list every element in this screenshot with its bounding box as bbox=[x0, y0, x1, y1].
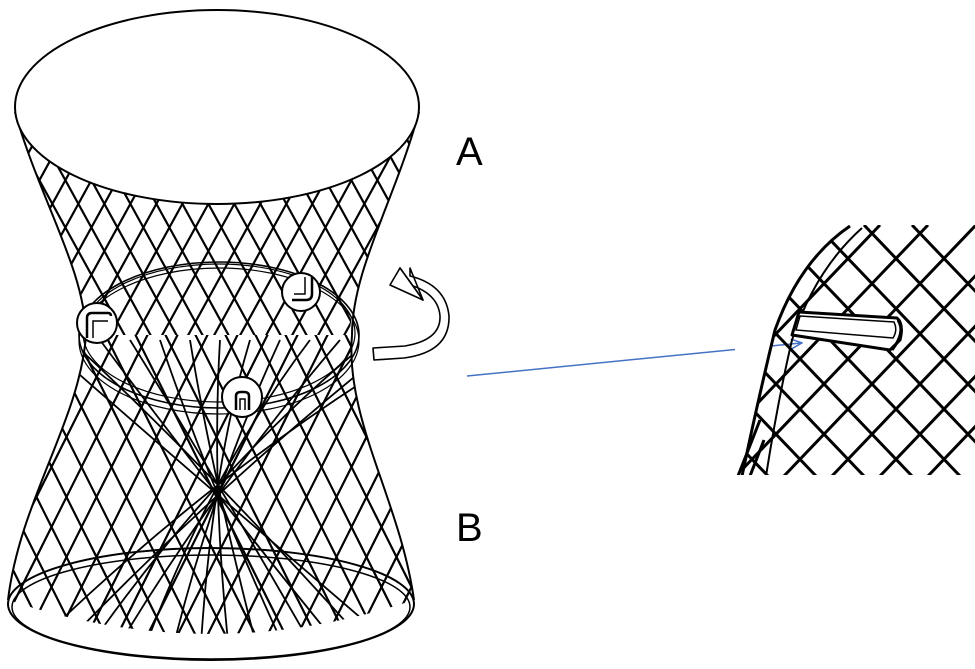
top-basket-lid bbox=[14, 9, 420, 205]
zoom-detail-inset bbox=[480, 225, 975, 476]
mesh-strand bbox=[553, 330, 720, 664]
mesh-strand bbox=[15, 115, 53, 335]
mesh-strand bbox=[547, 110, 676, 345]
mesh-strand bbox=[583, 330, 750, 664]
mesh-strand bbox=[8, 335, 91, 634]
mesh-strand bbox=[521, 110, 650, 345]
mesh-strand bbox=[8, 335, 121, 634]
mesh-strand bbox=[553, 330, 720, 664]
mesh-strand bbox=[463, 330, 630, 664]
label-top-basket: A bbox=[456, 130, 483, 174]
mesh-strand bbox=[463, 330, 630, 664]
mesh-strand bbox=[521, 110, 650, 345]
zoom-mesh-strand bbox=[735, 225, 930, 430]
mesh-strand bbox=[372, 335, 414, 634]
mesh-strand bbox=[433, 330, 600, 664]
mesh-strand bbox=[42, 335, 211, 634]
bottom-basket-outline bbox=[7, 334, 415, 601]
mesh-curve bbox=[39, 339, 411, 634]
mesh-strand bbox=[342, 335, 414, 634]
zoom-mesh-strand bbox=[878, 374, 975, 475]
bottom-rim-ring-inner bbox=[11, 554, 411, 660]
zoom-mesh-strand bbox=[814, 225, 975, 394]
mesh-strand bbox=[495, 110, 624, 345]
bottom-basket bbox=[7, 330, 750, 664]
mesh-strand bbox=[493, 330, 660, 664]
mesh-strand bbox=[583, 330, 750, 664]
mesh-strand bbox=[282, 335, 414, 634]
zoom-mesh bbox=[480, 225, 975, 476]
mesh-strand bbox=[469, 110, 598, 345]
mesh-strand bbox=[523, 330, 690, 664]
mesh-strand bbox=[402, 335, 414, 634]
mesh-strand bbox=[12, 335, 181, 634]
twist-lock-clip-right bbox=[281, 272, 321, 312]
zoom-mesh-strand bbox=[910, 225, 975, 294]
mesh-strand bbox=[15, 115, 27, 335]
mesh-strand bbox=[8, 335, 61, 634]
connection-ring-lower bbox=[78, 267, 360, 415]
mesh-strand bbox=[8, 335, 61, 634]
twist-lock-clip-left bbox=[76, 302, 118, 344]
rotation-arrow-icon bbox=[372, 267, 450, 361]
zoom-mesh-strand bbox=[735, 288, 914, 475]
zoom-rim-inner bbox=[765, 227, 863, 475]
label-bottom-basket: B bbox=[456, 506, 483, 550]
zoom-rim-outer bbox=[740, 225, 851, 475]
twist-lock-clip-front bbox=[221, 376, 263, 418]
zoom-mesh-strand bbox=[862, 225, 975, 344]
mesh-strand bbox=[547, 110, 676, 345]
mesh-strand bbox=[469, 110, 598, 345]
mesh-strand bbox=[372, 335, 414, 634]
mesh-strand bbox=[433, 330, 600, 664]
mesh-strand bbox=[15, 115, 27, 335]
mesh-strand bbox=[495, 110, 624, 345]
mesh-strand bbox=[523, 330, 690, 664]
mesh-strand bbox=[493, 330, 660, 664]
mesh-curve bbox=[69, 339, 381, 634]
mesh-strand bbox=[402, 335, 414, 634]
zoom-outside-area bbox=[735, 225, 850, 475]
bottom-rim-ring bbox=[7, 547, 415, 661]
mesh-strand bbox=[8, 335, 31, 634]
zoom-mesh-strand bbox=[748, 439, 766, 475]
mesh-strand bbox=[342, 335, 414, 634]
zoom-twist-lock-clip bbox=[790, 310, 903, 352]
mesh-strand bbox=[8, 335, 31, 634]
zoom-mesh-strand bbox=[480, 225, 720, 476]
bottom-basket-mesh bbox=[8, 330, 750, 664]
mesh-strand bbox=[8, 335, 121, 634]
mesh-strand bbox=[192, 335, 361, 634]
zoom-mesh-strand bbox=[735, 389, 818, 475]
